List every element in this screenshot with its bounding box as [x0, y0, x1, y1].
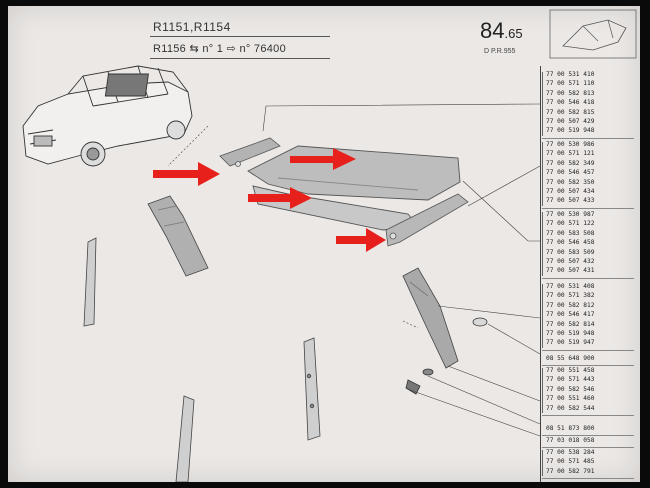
ref-group-bracket: [542, 284, 543, 348]
part-reference-number: 77 00 519 947: [546, 339, 595, 347]
ref-group-rule: [542, 435, 634, 437]
part-reference-number: 77 00 571 382: [546, 292, 595, 300]
part-reference-number: 77 00 507 433: [546, 197, 595, 205]
part-reference-number: 77 00 551 460: [546, 395, 595, 403]
ref-group-bracket: [542, 368, 543, 413]
fasteners: [405, 317, 488, 395]
part-reference-number: 77 00 507 432: [546, 258, 595, 265]
models-line: R1151,R1154: [153, 20, 231, 34]
ref-group-bracket: [542, 212, 543, 276]
arrow-right-strip: [336, 228, 386, 252]
trim-strips: [83, 237, 321, 482]
page-number: 84.65: [480, 18, 523, 44]
part-reference-number: 77 00 583 508: [546, 229, 595, 237]
part-reference-number: 77 00 571 485: [546, 458, 595, 466]
refs-column-border: [540, 66, 541, 482]
part-reference-number: 08 55 648 900: [546, 355, 595, 362]
part-reference-number: 77 00 571 121: [546, 150, 595, 158]
left-pillar-trim: [147, 195, 209, 277]
part-reference-number: 77 00 538 284: [546, 449, 595, 456]
part-reference-number: 77 00 582 791: [546, 467, 595, 475]
ref-group-rule: [542, 207, 634, 209]
header-rule: [150, 36, 330, 37]
ref-group-rule: [542, 277, 634, 279]
part-reference-number: 77 00 571 110: [546, 80, 595, 88]
ref-group-rule: [542, 447, 634, 449]
ref-group-rule: [542, 415, 634, 416]
part-reference-number: 77 00 531 408: [546, 283, 595, 290]
ref-group-rule: [542, 365, 634, 367]
highlight-arrows: [153, 148, 386, 252]
part-reference-number: 77 00 582 546: [546, 385, 595, 393]
exploded-diagram: [22, 9, 637, 482]
part-reference-number: 77 00 546 457: [546, 169, 595, 177]
leader-lines: [167, 103, 541, 437]
right-pillar-trim: [402, 267, 459, 369]
page-number-sub: .65: [504, 26, 523, 41]
part-reference-number: 77 00 582 815: [546, 108, 595, 116]
arrow-shelf-top: [290, 148, 356, 170]
part-reference-number: 77 00 519 948: [546, 127, 595, 135]
thumbnail-icon: [549, 9, 637, 59]
part-reference-number: 77 00 571 122: [546, 220, 595, 228]
part-reference-number: 08 51 873 800: [546, 425, 595, 432]
ref-group-rule: [542, 349, 634, 351]
left-hinge-plate: [219, 137, 281, 167]
right-hinge-strip: [385, 193, 469, 247]
page-number-main: 84: [480, 18, 505, 43]
ref-group-bracket: [542, 142, 543, 206]
header-rule: [150, 58, 330, 59]
ref-group-rule: [542, 478, 634, 480]
part-reference-number: 77 00 546 417: [546, 311, 595, 319]
part-reference-number: 77 00 582 814: [546, 320, 595, 328]
part-reference-number: 77 00 582 544: [546, 404, 595, 412]
part-reference-number: 77 00 582 349: [546, 159, 595, 167]
part-reference-number: 77 03 018 058: [546, 437, 595, 444]
parts-catalog-page: R1151,R1154 R1156 ⇆ n° 1 ⇨ n° 76400 84.6…: [8, 6, 640, 482]
part-reference-number: 77 00 582 813: [546, 89, 595, 97]
part-reference-number: 77 00 582 350: [546, 178, 595, 186]
arrow-left-plate: [153, 162, 220, 186]
part-reference-number: 77 00 571 443: [546, 376, 595, 384]
ref-group-bracket: [542, 450, 543, 477]
ref-group-bracket: [542, 72, 543, 136]
part-reference-number: 77 00 507 429: [546, 118, 595, 125]
car-illustration: [22, 65, 193, 167]
part-reference-number: 77 00 583 509: [546, 248, 595, 256]
part-reference-number: 77 00 507 434: [546, 188, 595, 195]
part-reference-number: 77 00 530 986: [546, 141, 595, 148]
part-reference-number: 77 00 531 410: [546, 71, 595, 78]
part-reference-number: 77 00 519 948: [546, 330, 595, 337]
part-reference-number: 77 00 582 812: [546, 301, 595, 309]
serial-range-line: R1156 ⇆ n° 1 ⇨ n° 76400: [153, 43, 287, 55]
part-reference-number: 77 00 551 458: [546, 367, 595, 374]
ref-group-rule: [542, 137, 634, 139]
part-reference-number: 77 00 546 458: [546, 239, 595, 247]
part-reference-number: 77 00 546 418: [546, 99, 595, 107]
part-reference-number: 77 00 530 987: [546, 211, 595, 218]
arrow-shelf-bottom: [248, 187, 312, 209]
part-reference-number: 77 00 507 431: [546, 267, 595, 275]
page-reference: D P.R.955: [484, 48, 516, 55]
